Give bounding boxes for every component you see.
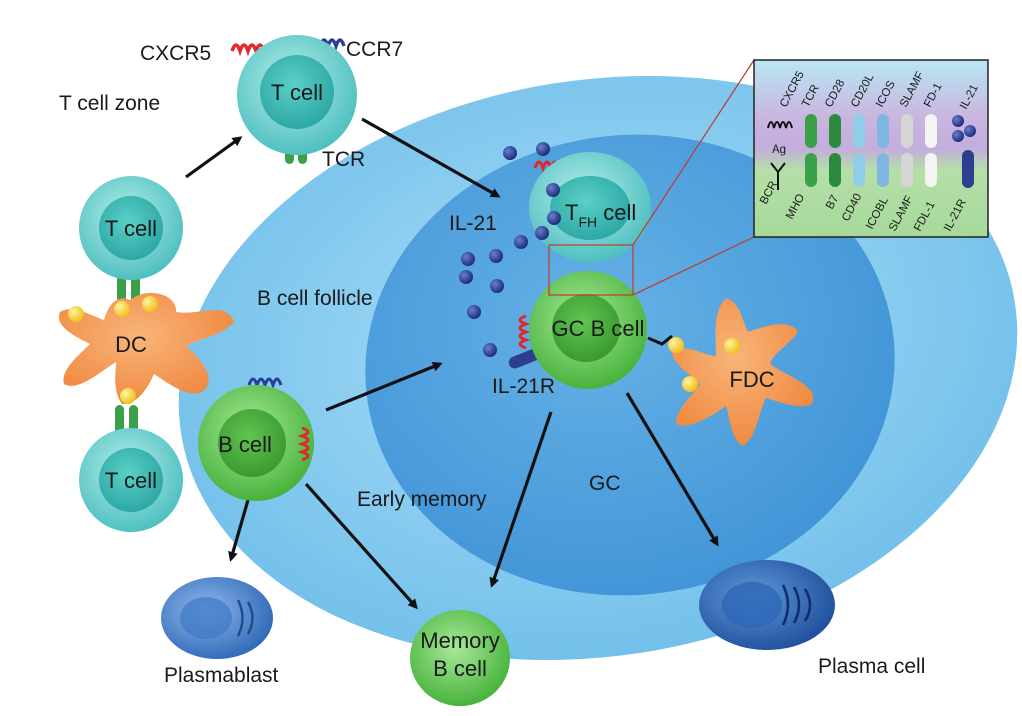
plasma-cell-label: Plasma cell	[818, 655, 925, 678]
il21-label: IL-21	[449, 212, 497, 235]
b-cell-ccr7-icon	[247, 377, 283, 390]
t-cell-zone-label: T cell zone	[59, 92, 160, 115]
plasmablast-label: Plasmablast	[164, 664, 279, 687]
early-memory-label: Early memory	[357, 488, 487, 511]
gc-label: GC	[589, 472, 621, 495]
gc-b-cell-label: GC B cell	[552, 316, 645, 341]
tfh-cell: TFH cell	[529, 152, 651, 262]
arrows	[185, 117, 719, 610]
arrow-top-to-tfh	[361, 117, 501, 198]
cxcr5-receptor-icon	[230, 43, 266, 57]
b-cell-label: B cell	[218, 432, 272, 457]
arrow-bcell-to-memory	[304, 482, 418, 610]
ccr7-label: CCR7	[346, 38, 403, 61]
cxcr5-label: CXCR5	[140, 42, 211, 65]
tfh-cell-label: TFH cell	[565, 200, 636, 230]
memory-b-cell-label-line1: Memory	[420, 628, 499, 653]
b-cell: B cell	[198, 377, 314, 501]
dc-label: DC	[115, 332, 147, 357]
plasma-cell	[699, 560, 835, 650]
t-cell-bottom: T cell	[79, 405, 183, 532]
b-cell-cxcr5-icon	[297, 426, 310, 462]
bcr-link-icon	[647, 334, 673, 346]
t-cell-bottom-label: T cell	[105, 468, 157, 493]
inset-bottom-label-b7: B7	[824, 193, 841, 211]
follicular-dendritic-cell: FDC	[668, 298, 814, 446]
arrow-bcell-to-plasmablast	[228, 499, 250, 562]
inset-ag-label: Ag	[772, 144, 786, 156]
t-cell-mid: T cell	[79, 176, 183, 303]
arrow-bcell-to-gc	[325, 361, 443, 412]
arrow-gc-to-plasma	[625, 392, 719, 547]
gc-b-cell: GC B cell	[508, 271, 673, 389]
memory-b-cell-label-line2: B cell	[433, 656, 487, 681]
contact-highlight-box	[548, 244, 634, 296]
arrow-tcell-to-top	[185, 136, 243, 179]
t-cell-mid-label: T cell	[105, 216, 157, 241]
receptor-ligand-inset: CXCR5 TCR CD28 CD20L ICOS SLAMF FD-1 IL-…	[753, 59, 989, 238]
dendritic-cell: DC	[58, 292, 234, 404]
il21-dots	[459, 142, 561, 357]
yellow-dot-icon	[68, 306, 84, 322]
b-cell-follicle-label: B cell follicle	[257, 287, 373, 310]
plasmablast-cell	[161, 577, 273, 659]
t-cell-top: T cell	[230, 35, 357, 164]
gc-b-cxcr5-icon	[518, 314, 531, 350]
il21-dot-icon	[503, 146, 517, 160]
il21r-label: IL-21R	[492, 375, 555, 398]
inset-cxcr5-icon	[767, 121, 793, 129]
tcr-label: TCR	[322, 148, 365, 171]
inset-bcr-icon	[770, 162, 786, 190]
arrow-gc-to-memory	[489, 411, 553, 588]
t-cell-top-label: T cell	[271, 80, 323, 105]
fdc-label: FDC	[729, 367, 774, 392]
memory-b-cell: Memory B cell	[410, 610, 510, 706]
